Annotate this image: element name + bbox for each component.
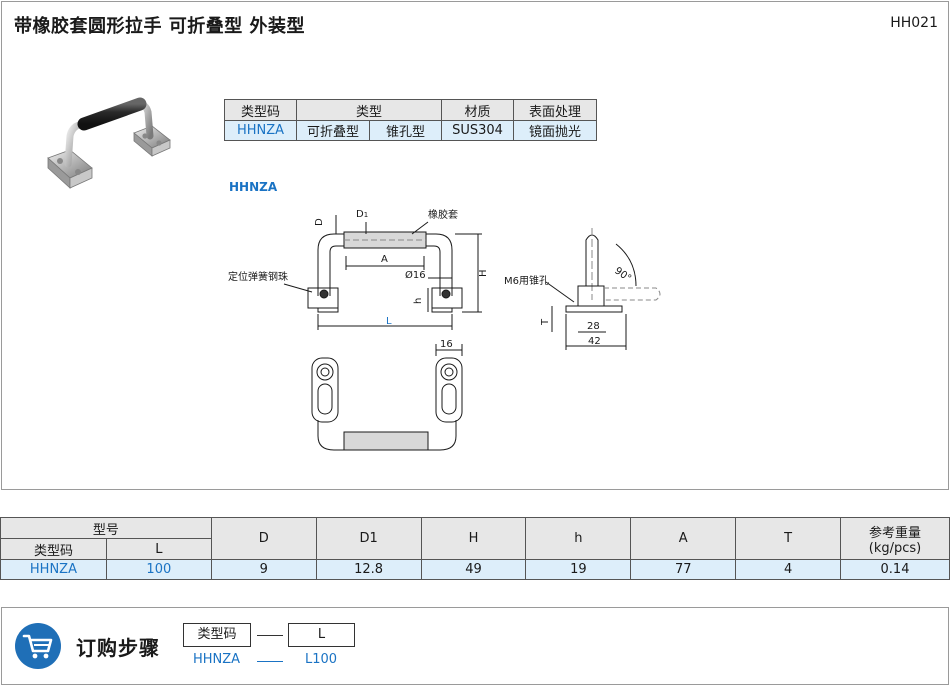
dims-cell-A: 77	[630, 559, 737, 580]
order-dash	[257, 635, 283, 636]
label-rubber-sleeve: 橡胶套	[428, 208, 458, 221]
dims-cell-T: 4	[735, 559, 842, 580]
product-image	[47, 97, 171, 189]
label-angle: 90°	[612, 265, 633, 284]
product-panel	[1, 1, 949, 490]
label-A: A	[381, 254, 388, 265]
dims-cell-h: 19	[525, 559, 632, 580]
label-spring-ball: 定位弹簧钢珠	[228, 270, 288, 283]
spec-cell-type-code: HHNZA	[224, 120, 297, 141]
spec-cell-type-hole: 锥孔型	[369, 120, 442, 141]
page-title: 带橡胶套圆形拉手 可折叠型 外装型	[14, 16, 306, 37]
order-box-L: L	[288, 623, 355, 647]
side-view	[545, 228, 661, 350]
spec-header-type: 类型	[296, 99, 442, 121]
dims-header-h: h	[525, 517, 632, 560]
label-m6-hole: M6用锥孔	[504, 275, 549, 287]
spec-cell-finish: 镜面抛光	[513, 120, 597, 141]
dims-header-D1: D1	[315, 517, 422, 560]
cart-icon	[15, 623, 61, 669]
dims-header-type-code: 类型码	[0, 538, 107, 560]
label-T: T	[540, 318, 551, 326]
dims-header-A: A	[630, 517, 737, 560]
dims-cell-H: 49	[420, 559, 527, 580]
spec-header-finish: 表面处理	[513, 99, 597, 121]
front-view	[283, 215, 482, 330]
order-dash-blue	[257, 661, 283, 662]
dims-header-weight: 参考重量 (kg/pcs)	[840, 517, 950, 560]
label-h: h	[413, 298, 424, 304]
dims-cell-weight: 0.14	[840, 559, 950, 580]
label-dia16: Ø16	[405, 269, 426, 281]
dims-cell-D1: 12.8	[315, 559, 422, 580]
label-16: 16	[440, 339, 453, 350]
label-28: 28	[587, 321, 600, 332]
drawing-model-label: HHNZA	[229, 180, 278, 194]
label-L: L	[386, 316, 392, 327]
dims-cell-L: 100	[105, 559, 212, 580]
drawing-labels: D D1 橡胶套 A Ø16 H h 定位弹簧钢珠 L M6用锥孔 90° T …	[228, 208, 633, 350]
dims-cell-D: 9	[210, 559, 317, 580]
spec-table: 类型码 类型 材质 表面处理 HHNZA 可折叠型 锥孔型 SUS304 镜面抛…	[224, 99, 597, 141]
label-H: H	[478, 269, 489, 277]
order-value-L: L100	[305, 652, 338, 667]
technical-drawing	[283, 215, 661, 451]
label-42: 42	[588, 336, 601, 347]
product-code: HH021	[890, 15, 938, 31]
top-view	[311, 344, 463, 451]
order-title: 订购步骤	[76, 636, 160, 660]
dims-header-L: L	[105, 538, 212, 560]
dims-cell-type-code: HHNZA	[0, 559, 107, 580]
label-D1: D1	[356, 209, 368, 220]
order-box-type-code: 类型码	[183, 623, 251, 647]
dims-header-H: H	[420, 517, 527, 560]
dims-header-T: T	[735, 517, 842, 560]
order-panel: 订购步骤 类型码 L HHNZA L100	[1, 607, 949, 685]
order-value-type-code: HHNZA	[193, 652, 241, 667]
dims-header-model: 型号	[0, 517, 212, 539]
dims-header-D: D	[210, 517, 317, 560]
spec-header-material: 材质	[441, 99, 514, 121]
dimensions-table: 型号 D D1 H h A T 参考重量 (kg/pcs) 类型码 L HHNZ…	[0, 517, 950, 580]
label-D: D	[314, 218, 325, 226]
spec-cell-material: SUS304	[441, 120, 514, 141]
